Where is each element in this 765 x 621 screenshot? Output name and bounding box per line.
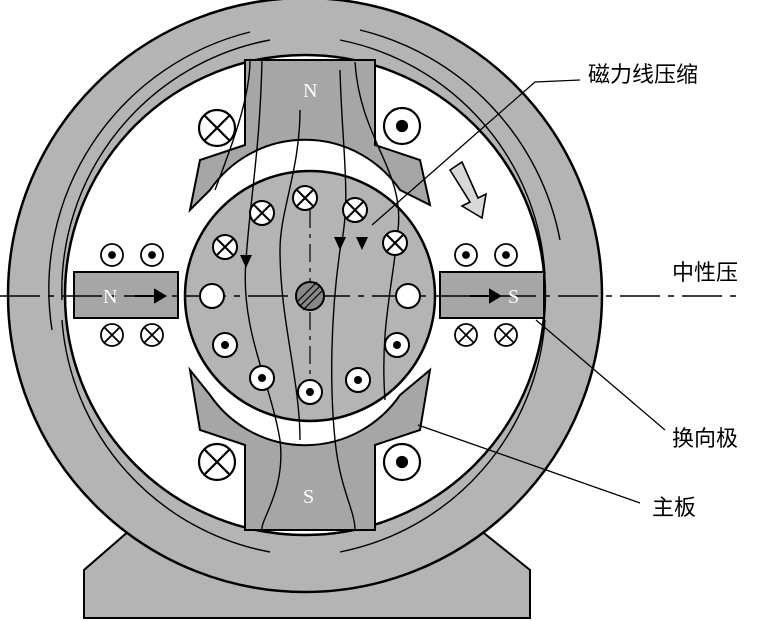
label-neutral-line: 中性压 bbox=[672, 260, 738, 285]
main-pole-top bbox=[188, 59, 432, 214]
leader-lines bbox=[371, 79, 666, 504]
main-pole-bottom bbox=[188, 366, 432, 531]
conductor-dot bbox=[212, 332, 410, 405]
conductor-cross bbox=[212, 185, 408, 260]
commutating-arrows bbox=[135, 288, 502, 304]
pole-label-top: N bbox=[303, 80, 317, 102]
flux-arrows bbox=[240, 237, 368, 268]
pole-label-left: N bbox=[103, 286, 117, 308]
yoke-flux-lines bbox=[48, 29, 561, 553]
pole-label-right: S bbox=[508, 286, 519, 308]
shaft-hatch bbox=[296, 281, 324, 311]
field-windings bbox=[197, 106, 422, 482]
rotation-arrow-icon bbox=[448, 160, 488, 220]
commutating-windings bbox=[100, 243, 518, 347]
armature-conductors bbox=[199, 185, 421, 405]
pole-label-bottom: S bbox=[303, 486, 314, 508]
pole-flux-lines bbox=[214, 59, 400, 531]
label-main-pole: 主板 bbox=[652, 495, 696, 520]
label-commutating-pole: 换向极 bbox=[672, 426, 738, 451]
label-flux-compression: 磁力线压缩 bbox=[588, 62, 698, 87]
